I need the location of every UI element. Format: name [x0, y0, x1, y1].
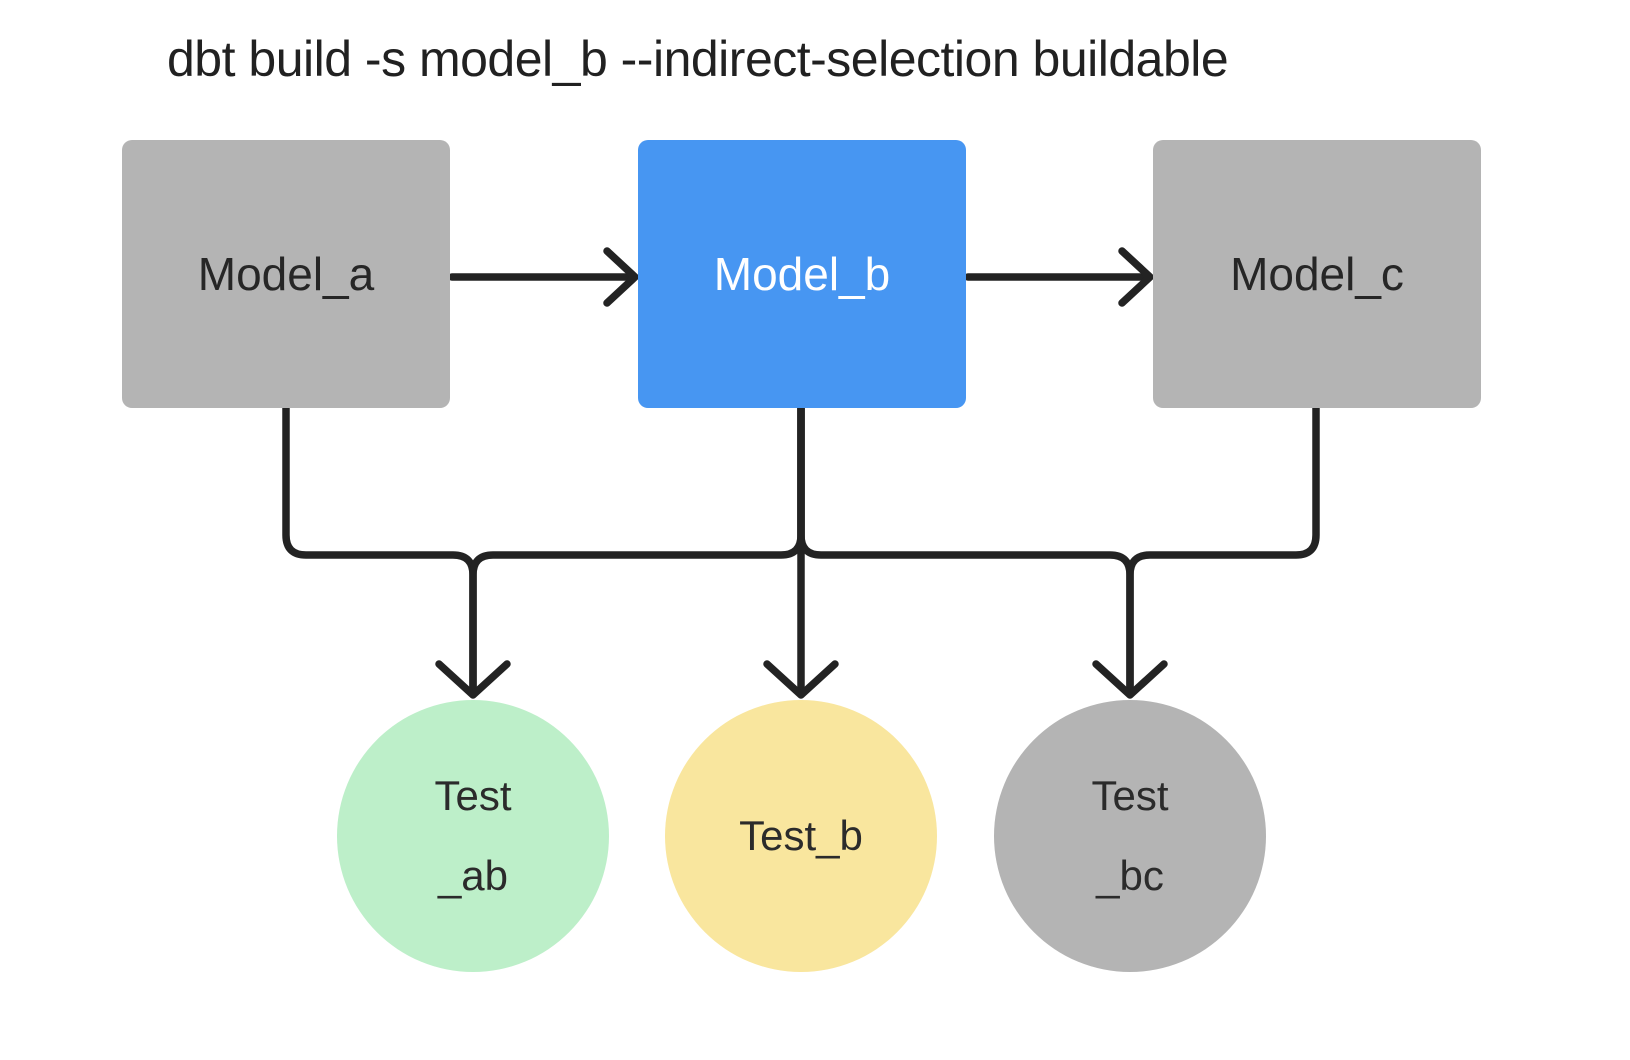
arrowhead-test-ab — [435, 660, 511, 699]
edge-model-a-to-test-ab — [282, 404, 477, 694]
node-test-bc: Test _bc — [994, 700, 1266, 972]
edge-model-c-to-test-bc — [1126, 404, 1320, 694]
diagram-title: dbt build -s model_b --indirect-selectio… — [167, 31, 1229, 87]
node-test-bc-label: Test _bc — [1091, 772, 1169, 899]
arrowhead-model-c — [1118, 247, 1154, 307]
node-model-b: Model_b — [638, 140, 966, 408]
node-test-ab: Test _ab — [337, 700, 609, 972]
arrowhead-model-b — [603, 247, 639, 307]
node-test-b-label: Test_b — [739, 812, 863, 860]
node-model-b-label: Model_b — [713, 248, 891, 300]
node-test-b: Test_b — [665, 700, 937, 972]
arrowhead-test-b — [763, 660, 839, 699]
node-model-a-label: Model_a — [197, 248, 375, 300]
node-model-c-label: Model_c — [1230, 248, 1404, 300]
node-test-ab-label: Test _ab — [434, 772, 512, 899]
arrowhead-test-bc — [1092, 660, 1168, 699]
node-model-a: Model_a — [122, 140, 450, 408]
edge-model-b-to-test-bc — [797, 404, 1134, 694]
edge-model-b-to-test-ab — [469, 404, 805, 694]
node-model-c: Model_c — [1153, 140, 1481, 408]
